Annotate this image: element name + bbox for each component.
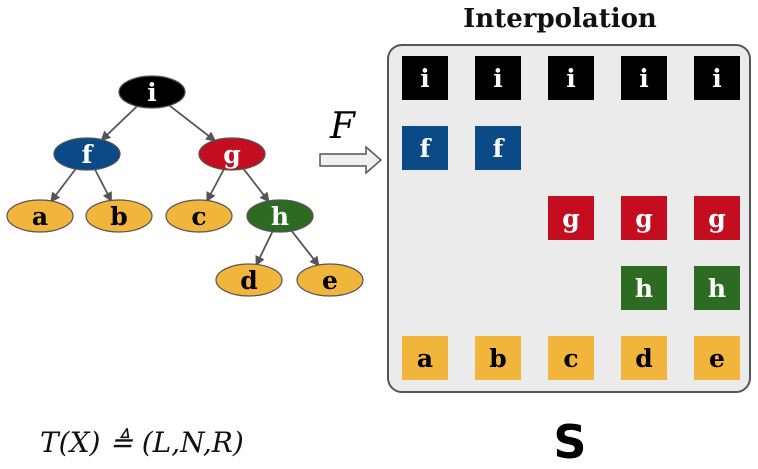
tree-node-b: b xyxy=(85,199,153,233)
panel-cell-label: i xyxy=(712,64,722,93)
panel-cell-r4-c0: a xyxy=(402,336,448,380)
tree-node-shape xyxy=(53,137,121,171)
panel-cell-box xyxy=(548,196,594,240)
panel-cell-r2-c4: g xyxy=(694,196,740,240)
panel-cell-label: f xyxy=(493,134,506,163)
panel-cell-box xyxy=(402,336,448,380)
panel-cell-label: g xyxy=(708,204,725,233)
panel-cell-box xyxy=(548,56,594,100)
tree-node-h: h xyxy=(246,199,314,233)
tree-edge-g-c xyxy=(206,169,225,203)
tree-node-f: f xyxy=(53,137,121,171)
panel-cell-label: d xyxy=(635,344,652,373)
panel-cell-r0-c2: i xyxy=(548,56,594,100)
panel-cell-label: i xyxy=(493,64,503,93)
tree-node-e: e xyxy=(296,263,364,297)
tree-node-label: g xyxy=(223,140,240,169)
tree-node-label: d xyxy=(240,266,257,295)
panel-cell-box xyxy=(694,336,740,380)
tree-node-shape xyxy=(118,75,186,109)
tree-edge-f-a xyxy=(50,168,77,203)
panel-cell-r3-c3: h xyxy=(621,266,667,310)
panel-cell-box xyxy=(475,126,521,170)
tree-node-label: c xyxy=(191,202,206,231)
tree-node-shape xyxy=(165,199,233,233)
panel-cell-box xyxy=(621,336,667,380)
panel-cell-r0-c0: i xyxy=(402,56,448,100)
panel-cell-box xyxy=(475,56,521,100)
tree-node-c: c xyxy=(165,199,233,233)
panel-cell-label: i xyxy=(420,64,430,93)
tree-edge-g-h xyxy=(242,168,270,203)
panel-cell-r4-c1: b xyxy=(475,336,521,380)
panel-cell-box xyxy=(402,56,448,100)
panel-title: Interpolation xyxy=(463,4,657,34)
tree-node-shape xyxy=(85,199,153,233)
tree-node-label: a xyxy=(32,202,48,231)
panel-cell-label: g xyxy=(562,204,579,233)
tree-edge-h-e xyxy=(290,230,320,267)
tree-node-label: e xyxy=(322,266,338,295)
panel-cells: i i i i i f f g g g h h a b c d e xyxy=(402,56,740,380)
panel-cell-label: a xyxy=(417,344,433,373)
tree-node-label: b xyxy=(110,202,127,231)
tree-node-shape xyxy=(246,199,314,233)
tree-node-d: d xyxy=(215,263,283,297)
panel-cell-r2-c3: g xyxy=(621,196,667,240)
tree-nodes: i f g a b c h d e xyxy=(6,75,364,297)
panel-cell-r3-c4: h xyxy=(694,266,740,310)
panel-cell-box xyxy=(621,56,667,100)
tree-node-shape xyxy=(198,137,266,171)
panel-cell-label: f xyxy=(420,134,433,163)
panel-cell-r0-c3: i xyxy=(621,56,667,100)
transform-label: F xyxy=(329,106,357,147)
tree-edges xyxy=(50,104,320,267)
panel-cell-box xyxy=(548,336,594,380)
tree-node-g: g xyxy=(198,137,266,171)
tree-node-label: i xyxy=(147,78,157,107)
panel-cell-label: i xyxy=(566,64,576,93)
panel-cell-label: e xyxy=(709,344,725,373)
panel-cell-box xyxy=(475,336,521,380)
panel-cell-r4-c3: d xyxy=(621,336,667,380)
tree-node-shape xyxy=(215,263,283,297)
tree-node-shape xyxy=(6,199,74,233)
panel-cell-box xyxy=(402,126,448,170)
panel-cell-r1-c1: f xyxy=(475,126,521,170)
panel-cell-r0-c1: i xyxy=(475,56,521,100)
panel-cell-r2-c2: g xyxy=(548,196,594,240)
panel-cell-label: h xyxy=(635,274,653,303)
tree-edge-i-g xyxy=(168,104,217,142)
tree-formula: T(X) ≜ (L,N,R) xyxy=(40,426,244,459)
panel-cell-label: b xyxy=(489,344,506,373)
tree-edge-f-b xyxy=(94,169,112,203)
panel-cell-label: c xyxy=(563,344,578,373)
tree-edge-i-f xyxy=(100,105,138,142)
sequence-label: S xyxy=(553,415,586,469)
tree-node-shape xyxy=(296,263,364,297)
panel-cell-box xyxy=(621,196,667,240)
tree-node-a: a xyxy=(6,199,74,233)
panel-cell-label: i xyxy=(639,64,649,93)
panel-cell-r4-c2: c xyxy=(548,336,594,380)
panel-cell-box xyxy=(694,56,740,100)
tree-node-i: i xyxy=(118,75,186,109)
tree-edge-h-d xyxy=(255,231,274,267)
panel-cell-label: g xyxy=(635,204,652,233)
panel-cell-box xyxy=(694,196,740,240)
transform-arrow xyxy=(319,145,383,175)
panel-cell-r4-c4: e xyxy=(694,336,740,380)
tree-node-label: f xyxy=(82,140,95,169)
panel-cell-r0-c4: i xyxy=(694,56,740,100)
panel-cell-r1-c0: f xyxy=(402,126,448,170)
panel-cell-box xyxy=(621,266,667,310)
tree-node-label: h xyxy=(271,202,289,231)
panel-cell-box xyxy=(694,266,740,310)
panel-cell-label: h xyxy=(708,274,726,303)
